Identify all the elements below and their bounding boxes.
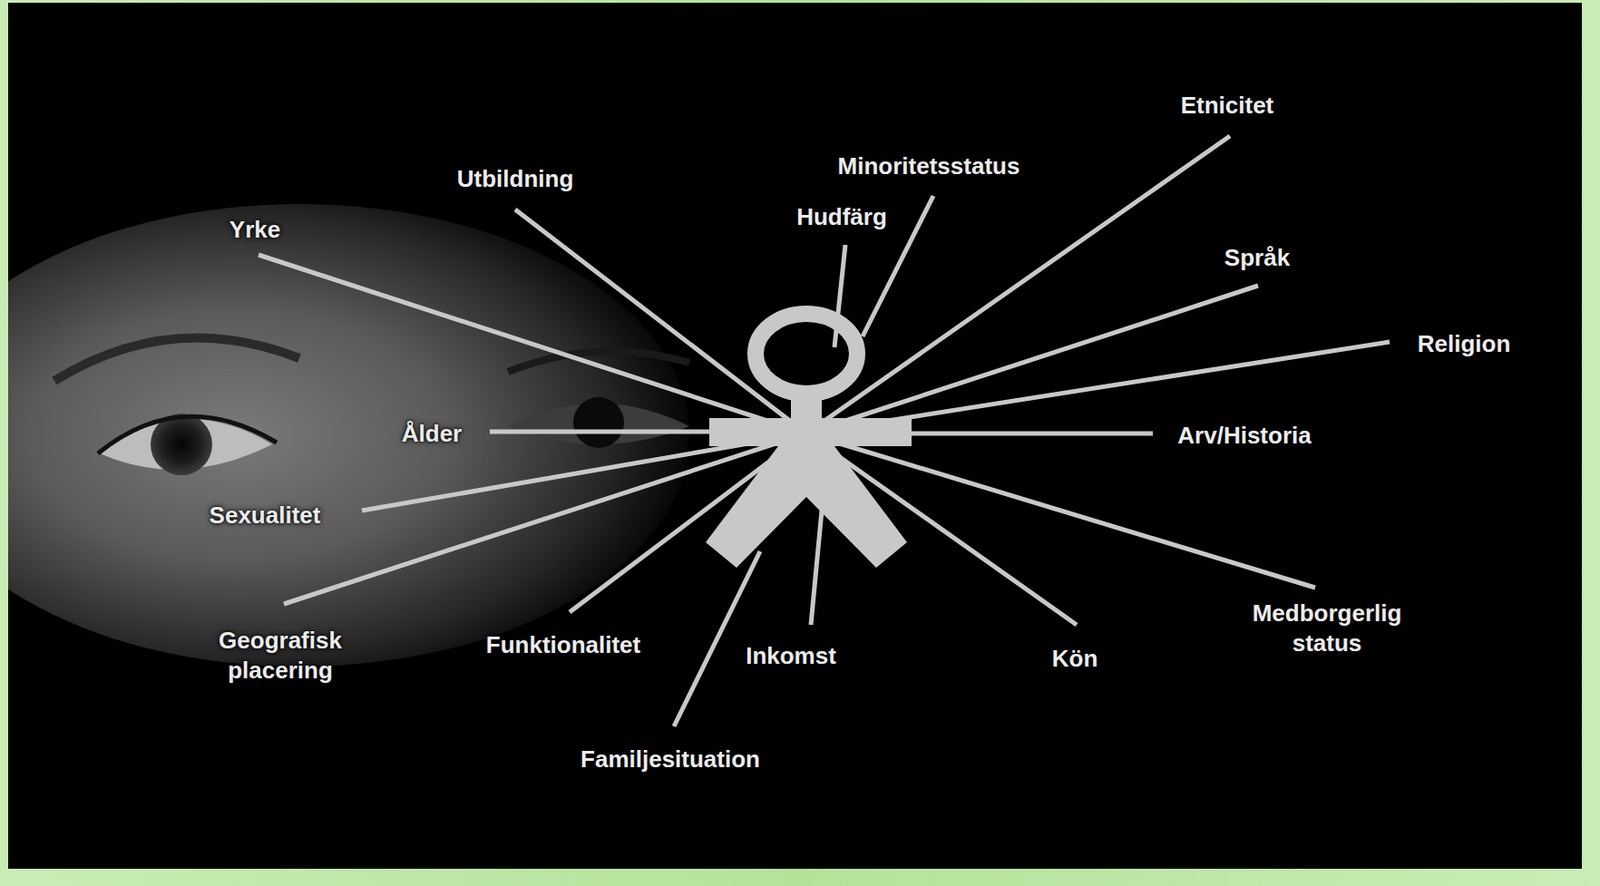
attribute-label: Utbildning — [457, 164, 575, 195]
attribute-label: Yrke — [229, 214, 281, 245]
eyelid — [97, 416, 277, 454]
leader-line — [489, 429, 710, 435]
leader-line — [258, 254, 807, 434]
eye-iris — [573, 397, 625, 449]
leader-line — [810, 510, 822, 625]
attribute-label: Medborgerlig status — [1236, 598, 1418, 658]
attribute-label: Familjesituation — [580, 744, 761, 775]
attribute-label: Kön — [1052, 643, 1099, 674]
attribute-label: Geografisk placering — [203, 625, 358, 685]
attribute-label: Etnicitet — [1180, 90, 1275, 121]
attribute-label: Språk — [1224, 243, 1290, 274]
leader-line — [673, 551, 761, 727]
attribute-label: Religion — [1417, 329, 1512, 360]
attribute-label: Minoritetsstatus — [838, 151, 1021, 182]
attribute-label: Sexualitet — [209, 500, 322, 531]
eyebrow — [507, 351, 690, 372]
attribute-label: Hudfärg — [796, 202, 888, 233]
leader-lines — [258, 136, 1390, 727]
attribute-label: Funktionalitet — [486, 630, 641, 661]
attribute-label: Arv/Historia — [1177, 420, 1311, 451]
person-head-ring — [755, 313, 858, 394]
person-legs — [705, 446, 908, 568]
person-neck — [790, 390, 822, 427]
black-ground — [8, 2, 1582, 869]
eyebrow — [54, 338, 300, 381]
attribute-label: Ålder — [401, 419, 462, 449]
attribute-label: Inkomst — [745, 641, 837, 672]
leader-line — [806, 285, 1259, 434]
leader-line — [806, 136, 1230, 434]
person-symbol — [705, 313, 912, 568]
leader-line — [911, 431, 1153, 437]
